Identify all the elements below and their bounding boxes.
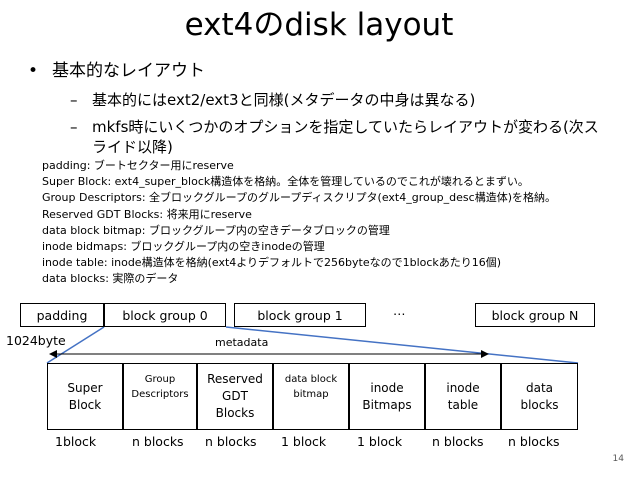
bullet-basic-layout: • 基本的なレイアウト xyxy=(28,60,205,82)
detail-inode-table: inode table: inode構造体を格納(ext4よりデフォルトで256… xyxy=(42,256,502,270)
size-inode-table: n blocks xyxy=(432,434,484,449)
sub-bullet-1: –基本的にはext2/ext3と同様(メタデータの中身は異なる) xyxy=(70,90,475,110)
detail-list: padding: ブートセクター用にreserve Super Block: e… xyxy=(42,158,556,288)
detail-reserved-gdt: Reserved GDT Blocks: 将来用にreserve xyxy=(42,207,252,221)
data-blocks-line-1: data xyxy=(525,380,554,395)
slide-title: ext4のdisk layout xyxy=(184,7,454,43)
dash-icon: – xyxy=(70,91,78,109)
data-block-bitmap-line-1: data block xyxy=(284,374,338,385)
page-number: 14 xyxy=(612,454,624,464)
block-group-0-box: block group 0 xyxy=(104,303,226,327)
inode-bitmaps-line-2: Bitmaps xyxy=(362,397,412,412)
metadata-label: metadata xyxy=(215,336,269,349)
group-descriptors-line-1: Group xyxy=(144,374,176,385)
size-data-blocks: n blocks xyxy=(508,434,560,449)
sub-bullet-1-text: 基本的にはext2/ext3と同様(メタデータの中身は異なる) xyxy=(92,91,476,109)
size-super-block: 1block xyxy=(55,434,97,449)
detail-super-block: Super Block: ext4_super_block構造体を格納。全体を管… xyxy=(42,175,529,189)
inode-table-line-2: table xyxy=(447,397,479,412)
size-data-block-bitmap: 1 block xyxy=(281,434,327,449)
super-block-line-2: Block xyxy=(68,397,102,412)
sub-bullet-2: –mkfs時にいくつかのオプションを指定していたらレイアウトが変わる(次ス ライ… xyxy=(70,117,630,157)
size-reserved-gdt: n blocks xyxy=(205,434,257,449)
sub-bullet-2-text: mkfs時にいくつかのオプションを指定していたらレイアウトが変わる(次ス xyxy=(92,118,599,136)
dash-icon: – xyxy=(70,118,78,136)
detail-padding: padding: ブートセクター用にreserve xyxy=(42,159,234,172)
reserved-gdt-line-2: GDT xyxy=(222,389,248,403)
block-group-1-box: block group 1 xyxy=(234,303,366,327)
size-inode-bitmaps: 1 block xyxy=(357,434,403,449)
super-block-line-1: Super xyxy=(67,380,103,395)
data-blocks-line-2: blocks xyxy=(520,397,559,412)
sub-bullet-2-continuation: ライド以降) xyxy=(92,138,173,156)
reserved-gdt-line-3: Blocks xyxy=(215,406,255,420)
detail-data-blocks: data blocks: 実際のデータ xyxy=(42,272,179,286)
data-blocks-box: data blocks xyxy=(501,363,578,430)
detail-group-descriptors: Group Descriptors: 全ブロックグループのグループディスクリプタ… xyxy=(42,191,556,205)
connector-right xyxy=(225,326,579,364)
bullet-text: 基本的なレイアウト xyxy=(52,61,205,81)
inode-bitmaps-line-1: inode xyxy=(370,380,404,395)
padding-size-label: 1024byte xyxy=(6,333,66,348)
padding-box: padding xyxy=(20,303,104,327)
bullet-dot-icon: • xyxy=(28,61,39,81)
detail-inode-bitmaps: inode bidmaps: ブロックグループ内の空きinodeの管理 xyxy=(42,240,325,254)
inode-table-line-1: inode xyxy=(446,380,480,395)
ellipsis: … xyxy=(393,303,406,318)
size-group-descriptors: n blocks xyxy=(132,434,184,449)
inode-table-box: inode table xyxy=(425,363,501,430)
group-descriptors-line-2: Descriptors xyxy=(131,389,189,400)
data-block-bitmap-box: data block bitmap xyxy=(273,363,349,430)
detail-data-block-bitmap: data block bitmap: ブロックグループ内の空きデータブロックの管… xyxy=(42,223,390,237)
data-block-bitmap-line-2: bitmap xyxy=(293,389,329,400)
block-group-n-box: block group N xyxy=(475,303,595,327)
reserved-gdt-line-1: Reserved xyxy=(207,372,263,386)
